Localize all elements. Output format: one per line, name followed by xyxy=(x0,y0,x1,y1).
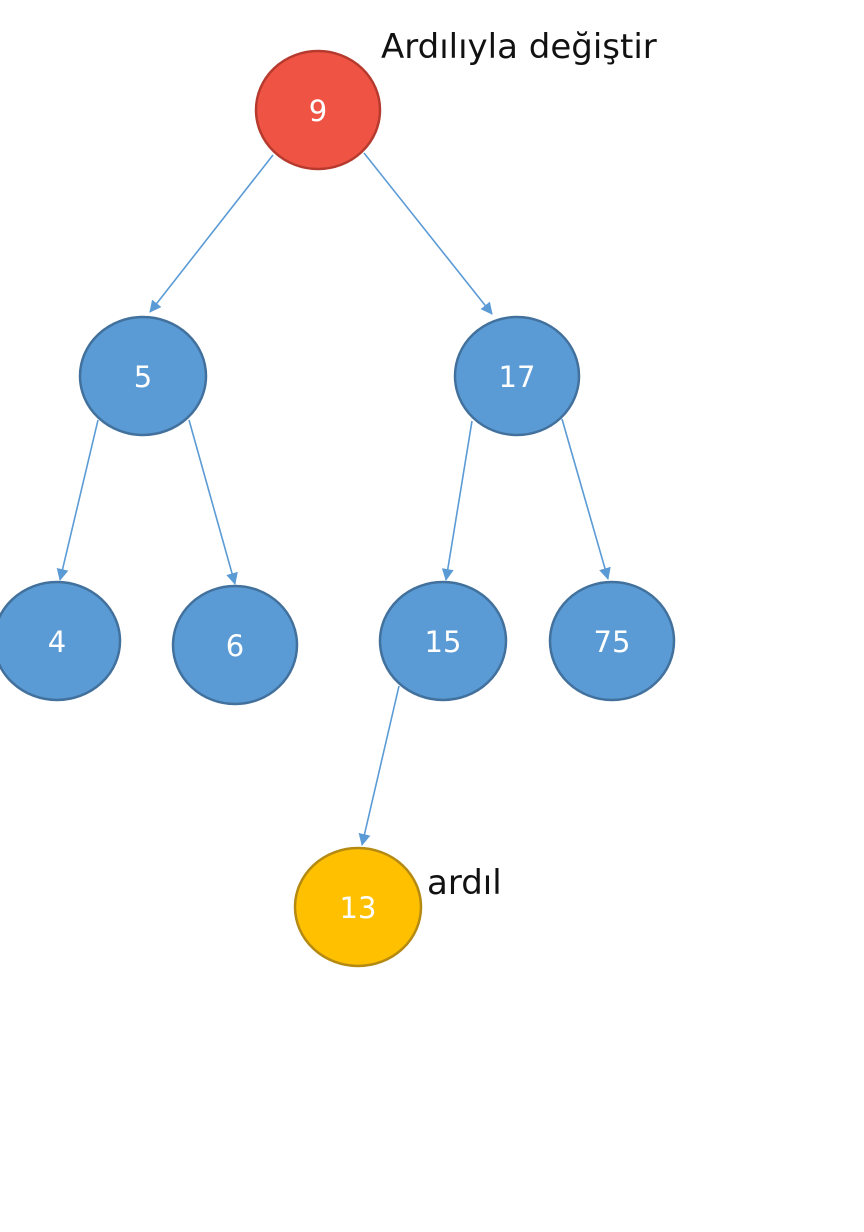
edge-n15-n13 xyxy=(358,685,400,846)
node-label-75: 75 xyxy=(594,625,631,659)
successor-annotation: ardıl xyxy=(427,863,502,903)
node-label-9: 9 xyxy=(309,94,327,128)
tree-node-5: 5 xyxy=(78,315,208,437)
edges-layer xyxy=(56,152,611,846)
node-label-4: 4 xyxy=(48,625,66,659)
node-circle-13 xyxy=(293,846,423,968)
node-label-15: 15 xyxy=(425,625,462,659)
tree-node-4: 4 xyxy=(0,580,122,702)
edge-n9-n17 xyxy=(363,152,493,315)
nodes-layer: 9 5 17 4 6 15 75 13 xyxy=(0,49,676,968)
edge-n17-n75 xyxy=(561,418,611,580)
edge-n17-n15 xyxy=(441,420,473,581)
tree-node-75: 75 xyxy=(548,580,676,702)
node-circle-9 xyxy=(254,49,382,171)
node-label-13: 13 xyxy=(340,891,377,925)
edge-n5-n6 xyxy=(188,419,238,585)
node-circle-4 xyxy=(0,580,122,702)
node-label-5: 5 xyxy=(134,360,152,394)
tree-node-17: 17 xyxy=(453,315,581,437)
node-circle-17 xyxy=(453,315,581,437)
tree-node-6: 6 xyxy=(171,584,299,706)
tree-node-9: 9 xyxy=(254,49,382,171)
node-label-6: 6 xyxy=(226,629,244,663)
edge-n5-n4 xyxy=(56,419,99,581)
node-circle-15 xyxy=(378,580,508,702)
node-circle-5 xyxy=(78,315,208,437)
tree-node-13: 13 xyxy=(293,846,423,968)
node-circle-6 xyxy=(171,584,299,706)
tree-node-15: 15 xyxy=(378,580,508,702)
replace-with-successor-annotation: Ardılıyla değiştir xyxy=(381,27,657,67)
node-circle-75 xyxy=(548,580,676,702)
edge-n9-n5 xyxy=(149,154,274,313)
node-label-17: 17 xyxy=(499,360,536,394)
